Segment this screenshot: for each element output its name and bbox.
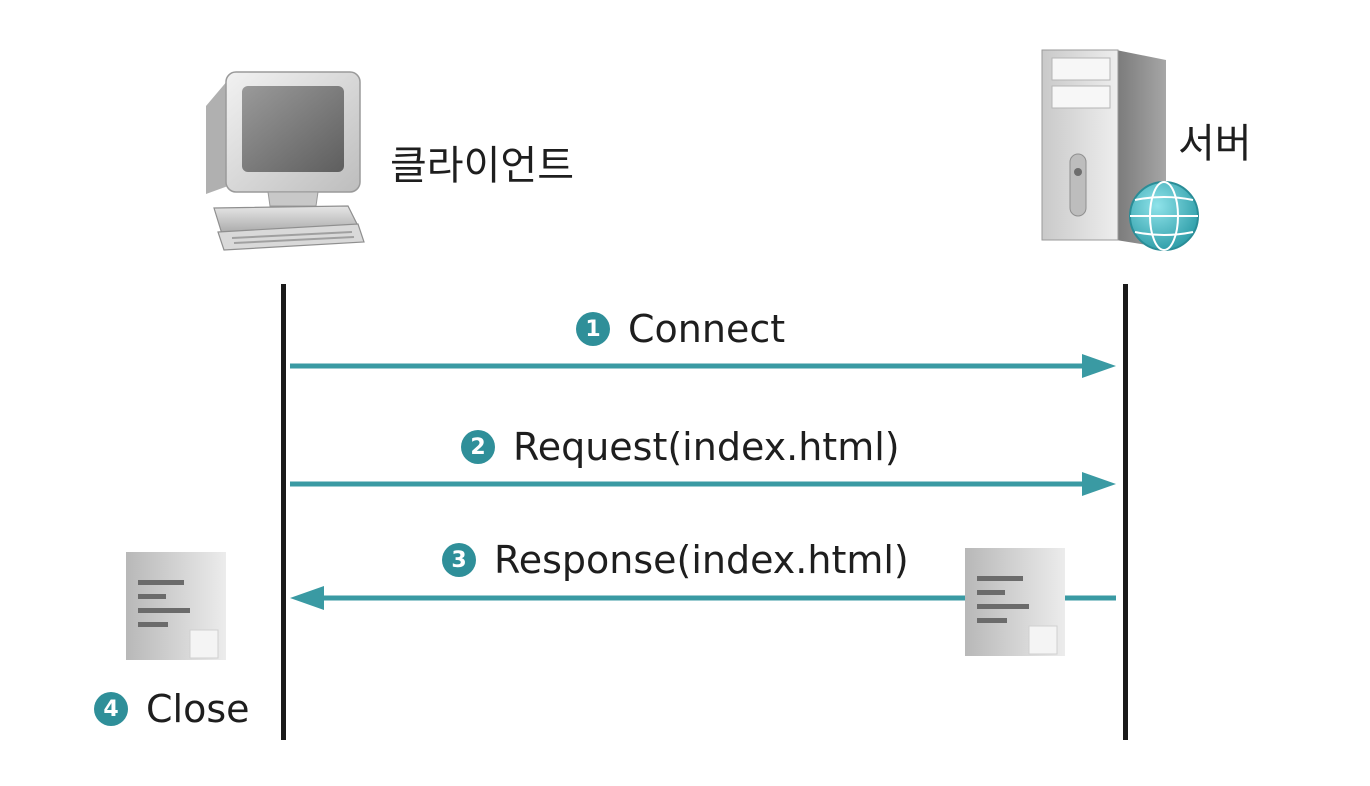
step-3-text: Response(index.html)	[494, 538, 909, 582]
step-connect-label: 1 Connect	[576, 310, 785, 348]
step-4-text: Close	[146, 687, 250, 731]
step-2-badge: 2	[461, 430, 495, 464]
connect-arrow	[290, 354, 1116, 378]
step-2-text: Request(index.html)	[513, 425, 900, 469]
step-response-label: 3 Response(index.html)	[442, 541, 909, 579]
step-1-badge: 1	[576, 312, 610, 346]
step-3-badge: 3	[442, 543, 476, 577]
client-document-icon	[126, 552, 226, 660]
client-label: 클라이언트	[390, 143, 574, 189]
request-arrow	[290, 472, 1116, 496]
desktop-computer-icon	[206, 71, 365, 251]
step-close-label: 4 Close	[94, 690, 250, 728]
step-1-text: Connect	[628, 307, 786, 351]
server-lifeline	[1123, 284, 1128, 740]
step-request-label: 2 Request(index.html)	[461, 428, 900, 466]
step-4-badge: 4	[94, 692, 128, 726]
server-document-icon	[965, 548, 1065, 656]
client-lifeline	[281, 284, 286, 740]
server-tower-icon	[1041, 49, 1199, 251]
server-label: 서버	[1178, 121, 1252, 167]
